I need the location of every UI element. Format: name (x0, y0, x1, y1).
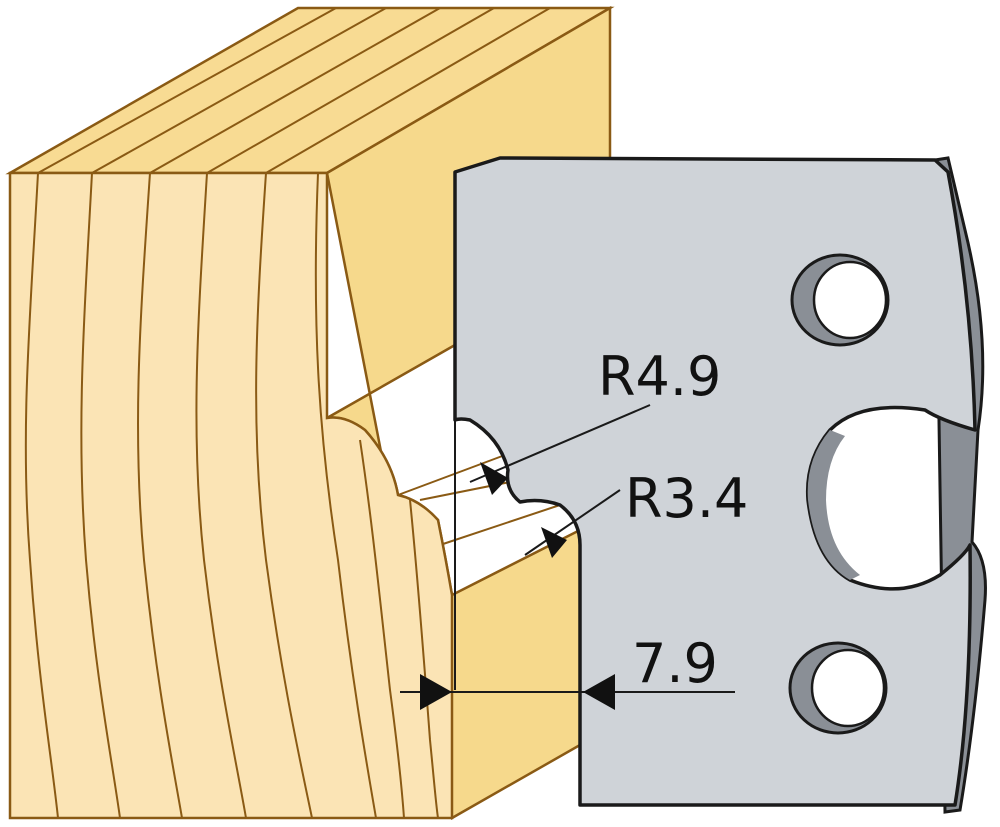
radius-large-leader (469, 404, 651, 483)
radius-small-leader (524, 489, 621, 556)
blade-slot-shadow (807, 430, 860, 580)
wood-front-face (8, 171, 454, 820)
dimension-arrows (420, 462, 615, 710)
dimension-lines (400, 404, 735, 693)
radius-small-label: R3.4 (625, 467, 748, 530)
radius-small-arrow (541, 527, 567, 558)
width-arrow-right (583, 674, 615, 710)
radius-large-label: R4.9 (598, 345, 721, 408)
wood-top-grain (37, 7, 551, 174)
cutter-blade (453, 156, 987, 814)
width-label: 7.9 (632, 632, 718, 695)
width-arrow-left (420, 674, 452, 710)
upper-mount-hole (790, 253, 890, 347)
wood-block (5, 5, 615, 820)
lower-mount-hole (788, 641, 888, 735)
wood-front-grain (24, 172, 439, 819)
radius-large-arrow (480, 462, 508, 495)
